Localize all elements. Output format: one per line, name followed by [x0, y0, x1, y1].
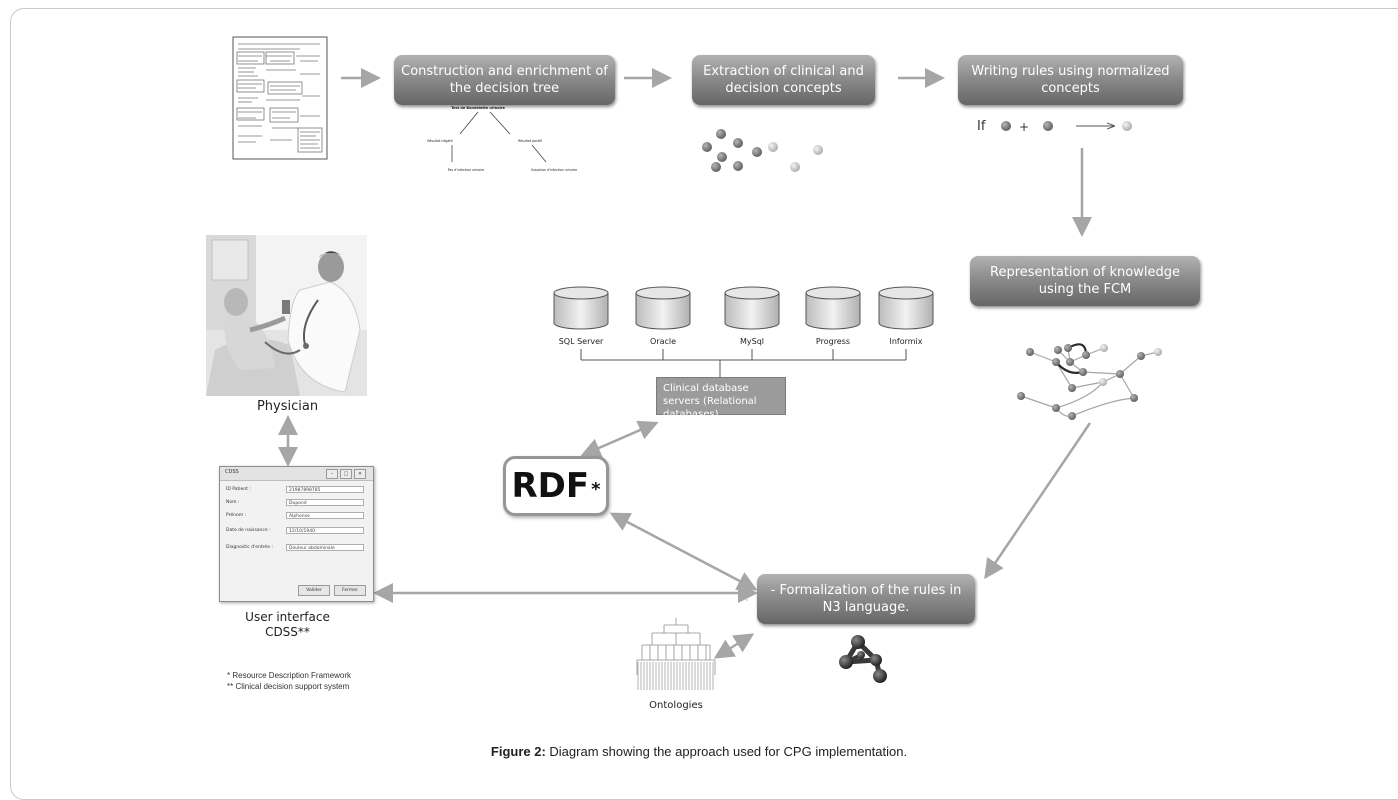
rule-example: If +: [977, 119, 1132, 134]
rdf-box: RDF *: [503, 456, 609, 516]
clinical-database-servers-label: Clinical database servers (Relational da…: [663, 383, 757, 420]
field-id-patient: ID Patient : 21987898785: [226, 486, 366, 495]
ontologies-label: Ontologies: [649, 700, 703, 711]
database-connector: [580, 349, 907, 377]
footnotes: * Resource Description Framework ** Clin…: [227, 670, 351, 692]
close-icon: ×: [354, 469, 366, 479]
prenom-input: Alphonse: [286, 512, 364, 519]
tree-right-label: Résultat positif: [518, 139, 543, 143]
fcm-graph: [1020, 347, 1159, 417]
physician-photo: [206, 235, 367, 396]
step-formalization-box: - Formalization of the rules in N3 langu…: [757, 574, 975, 624]
figure-caption: Figure 2: Diagram showing the approach u…: [0, 744, 1398, 759]
cdss-window: CDSS – □ × ID Patient : 21987898785 Nom …: [219, 466, 374, 602]
db-informix-label: Informix: [889, 337, 922, 346]
rdf-star: *: [591, 478, 601, 500]
minimize-icon: –: [326, 469, 338, 479]
field-date-naissance: Date de naissance : 12/10/1940: [226, 527, 366, 536]
n3-molecule-icon: [839, 635, 887, 683]
diagnostic-input: Douleur abdominale: [286, 544, 364, 551]
step-construction-label: Construction and enrichment of the decis…: [401, 64, 608, 96]
rule-plus-label: +: [1019, 120, 1029, 134]
maximize-icon: □: [340, 469, 352, 479]
valider-button: Valider: [298, 585, 330, 596]
id-patient-select: 21987898785: [286, 486, 364, 493]
figure-caption-text: Diagram showing the approach used for CP…: [545, 744, 908, 759]
database-cylinders: [553, 286, 934, 330]
ui-caption-line2: CDSS**: [265, 625, 310, 639]
arrow-rdf-db: [580, 420, 659, 458]
date-naissance-input: 12/10/1940: [286, 527, 364, 534]
db-mysql-label: MySql: [740, 337, 764, 346]
fermer-button: Fermer: [334, 585, 366, 596]
nom-input: Dupond: [286, 499, 364, 506]
cdss-window-title: CDSS: [225, 469, 239, 475]
arrow-rdf-formalization: [609, 512, 758, 591]
db-oracle-label: Oracle: [650, 337, 676, 346]
field-prenom: Prénom : Alphonse: [226, 512, 366, 521]
guideline-document-icon: [232, 36, 328, 160]
db-progress-label: Progress: [816, 337, 850, 346]
footnote-rdf: * Resource Description Framework: [227, 671, 352, 680]
rule-if-label: If: [977, 119, 986, 134]
arrow-fcm-to-formalization: [984, 422, 1092, 580]
clinical-database-servers-box: Clinical database servers (Relational da…: [656, 377, 786, 420]
tree-left-label: Résultat négatif: [427, 139, 453, 143]
fcm-nodes: [1017, 343, 1162, 420]
ui-caption: User interface CDSS**: [230, 610, 345, 640]
tree-root-label: Test de Bandelette urinaire: [451, 106, 505, 110]
field-nom: Nom : Dupond: [226, 499, 366, 508]
arrow-ontologies-formalization: [713, 633, 755, 659]
step-representation-label: Representation of knowledge using the FC…: [990, 265, 1180, 297]
step-formalization-label: - Formalization of the rules in N3 langu…: [770, 583, 962, 615]
decision-tree: Test de Bandelette urinaire Résultat nég…: [427, 106, 577, 172]
tree-right-leaf-label: Suspicion d'infection urinaire: [531, 168, 577, 172]
step-writing-box: Writing rules using normalized concepts: [958, 55, 1183, 105]
step-representation-box: Representation of knowledge using the FC…: [970, 256, 1200, 306]
rdf-label: RDF: [511, 466, 590, 506]
field-diagnostic: Diagnostic d'entrée : Douleur abdominale: [226, 544, 366, 553]
ontologies-icon: [636, 618, 716, 690]
step-extraction-label: Extraction of clinical and decision conc…: [703, 64, 864, 96]
tree-left-leaf-label: Pas d'infection urinaire: [448, 168, 484, 172]
diagram-canvas: Test de Bandelette urinaire Résultat nég…: [206, 36, 1162, 690]
ui-caption-line1: User interface: [245, 610, 330, 624]
footnote-cdss: ** Clinical decision support system: [227, 682, 350, 691]
concept-dots: [702, 129, 823, 172]
cdss-window-titlebar: CDSS – □ ×: [220, 467, 373, 481]
figure-caption-bold: Figure 2:: [490, 744, 546, 759]
step-extraction-box: Extraction of clinical and decision conc…: [692, 55, 875, 105]
step-writing-label: Writing rules using normalized concepts: [971, 64, 1170, 96]
db-sql-server-label: SQL Server: [559, 337, 604, 346]
step-construction-box: Construction and enrichment of the decis…: [394, 55, 615, 105]
physician-label: Physician: [256, 399, 319, 414]
